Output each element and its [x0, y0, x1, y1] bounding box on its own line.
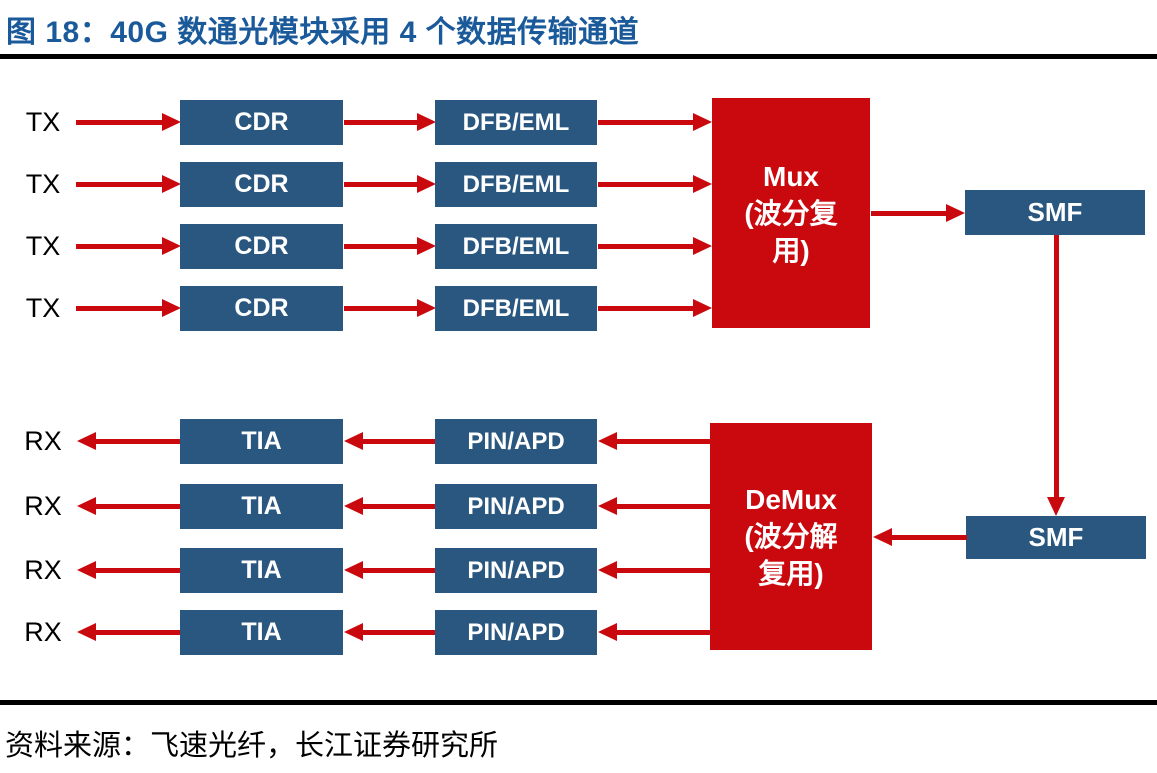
cdr-box: CDR: [180, 224, 343, 269]
tia-box: TIA: [180, 484, 343, 529]
arrow-left-icon: [598, 561, 710, 579]
rx-label: RX: [24, 555, 62, 585]
arrow-right-icon: [76, 175, 181, 193]
arrow-right-icon: [344, 299, 436, 317]
smf-top-box: SMF: [965, 190, 1145, 235]
arrow-left-icon: [344, 497, 435, 515]
tx-label: TX: [25, 107, 61, 137]
mux-label-line2: (波分复: [744, 197, 838, 229]
dfb-eml-box: DFB/EML: [435, 224, 597, 269]
cdr-box: CDR: [180, 286, 343, 331]
arrow-left-icon: [344, 623, 435, 641]
arrow-left-icon: [77, 623, 180, 641]
rx-label: RX: [24, 617, 62, 647]
tia-box: TIA: [180, 548, 343, 593]
mux-label-line3: 用): [772, 234, 810, 266]
demux-label-line1: DeMux: [745, 484, 837, 515]
dfb-eml-box: DFB/EML: [435, 286, 597, 331]
arrow-down-icon: [1047, 235, 1065, 516]
arrow-left-icon: [344, 561, 435, 579]
smf-bottom-box: SMF: [966, 516, 1146, 559]
demux-label-line3: 复用): [758, 558, 824, 589]
arrow-right-icon: [76, 299, 181, 317]
tia-box: TIA: [180, 610, 343, 655]
arrow-left-icon: [598, 497, 710, 515]
arrow-right-icon: [871, 204, 965, 222]
mux-box: Mux (波分复 用): [712, 98, 870, 328]
arrow-left-icon: [77, 432, 180, 450]
cdr-box: CDR: [180, 100, 343, 145]
arrow-left-icon: [598, 623, 710, 641]
dfb-eml-box: DFB/EML: [435, 100, 597, 145]
demux-box: DeMux (波分解 复用): [710, 423, 872, 650]
source-text: 资料来源：飞速光纤，长江证券研究所: [5, 730, 499, 762]
arrow-right-icon: [76, 113, 181, 131]
arrow-right-icon: [344, 175, 436, 193]
arrow-right-icon: [598, 175, 712, 193]
arrow-left-icon: [77, 561, 180, 579]
cdr-box: CDR: [180, 162, 343, 207]
demux-label-line2: (波分解: [744, 521, 838, 552]
title-rule: [0, 54, 1157, 59]
tia-box: TIA: [180, 419, 343, 464]
arrow-right-icon: [598, 237, 712, 255]
arrow-right-icon: [598, 299, 712, 317]
pin-apd-box: PIN/APD: [435, 548, 597, 593]
arrow-right-icon: [76, 237, 181, 255]
arrow-left-icon: [873, 528, 967, 546]
arrow-left-icon: [77, 497, 180, 515]
pin-apd-box: PIN/APD: [435, 419, 597, 464]
arrow-right-icon: [598, 113, 712, 131]
dfb-eml-box: DFB/EML: [435, 162, 597, 207]
footer-rule: [0, 700, 1157, 705]
arrow-right-icon: [344, 237, 436, 255]
arrow-left-icon: [598, 432, 710, 450]
pin-apd-box: PIN/APD: [435, 610, 597, 655]
rx-label: RX: [24, 491, 62, 521]
arrow-left-icon: [344, 432, 435, 450]
arrow-right-icon: [344, 113, 436, 131]
pin-apd-box: PIN/APD: [435, 484, 597, 529]
tx-label: TX: [25, 169, 61, 199]
figure-title: 图 18：40G 数通光模块采用 4 个数据传输通道: [6, 16, 640, 49]
tx-label: TX: [25, 293, 61, 323]
rx-label: RX: [24, 426, 62, 456]
mux-label-line1: Mux: [763, 160, 819, 192]
tx-label: TX: [25, 231, 61, 261]
